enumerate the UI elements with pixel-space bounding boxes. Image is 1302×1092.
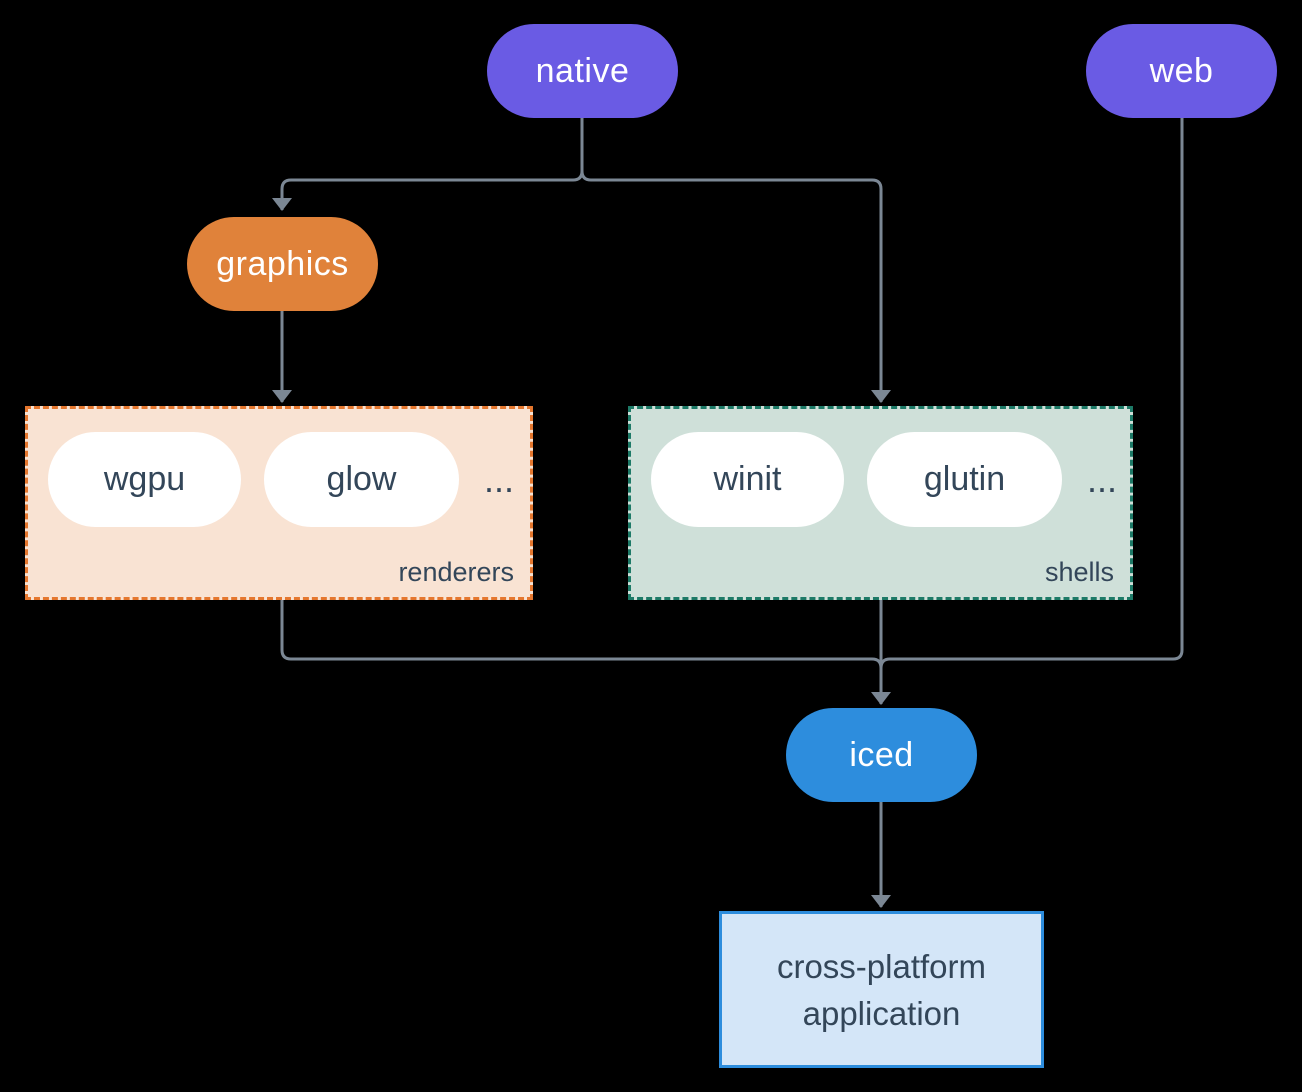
- edge-renderers-to-iced: [280, 600, 883, 704]
- node-wgpu: wgpu: [48, 432, 241, 527]
- node-wgpu-label: wgpu: [103, 460, 186, 498]
- node-glow-label: glow: [326, 460, 397, 498]
- node-cross-platform-application: cross-platform application: [719, 911, 1044, 1068]
- node-winit: winit: [651, 432, 844, 527]
- shells-ellipsis: ...: [1086, 458, 1117, 500]
- group-renderers-label: renderers: [398, 557, 514, 587]
- node-web-label: web: [1149, 51, 1214, 90]
- node-iced-label: iced: [849, 735, 914, 774]
- group-shells-label: shells: [1044, 557, 1114, 587]
- group-shells: winit glutin ... shells: [628, 406, 1133, 600]
- node-graphics-label: graphics: [216, 244, 349, 283]
- group-renderers: wgpu glow ... renderers: [25, 406, 533, 600]
- node-glutin-label: glutin: [923, 460, 1006, 498]
- renderers-ellipsis: ...: [483, 458, 514, 500]
- edge-native-to-shells: [580, 118, 891, 403]
- node-glow: glow: [264, 432, 459, 527]
- node-graphics: graphics: [187, 217, 378, 311]
- node-iced: iced: [786, 708, 977, 802]
- node-native: native: [487, 24, 678, 118]
- node-winit-label: winit: [713, 460, 782, 498]
- node-native-label: native: [535, 51, 630, 90]
- node-glutin: glutin: [867, 432, 1062, 527]
- edge-native-to-graphics: [272, 118, 584, 211]
- node-web: web: [1086, 24, 1277, 118]
- app-label-line2: application: [802, 994, 961, 1032]
- app-label-line1: cross-platform: [776, 947, 987, 985]
